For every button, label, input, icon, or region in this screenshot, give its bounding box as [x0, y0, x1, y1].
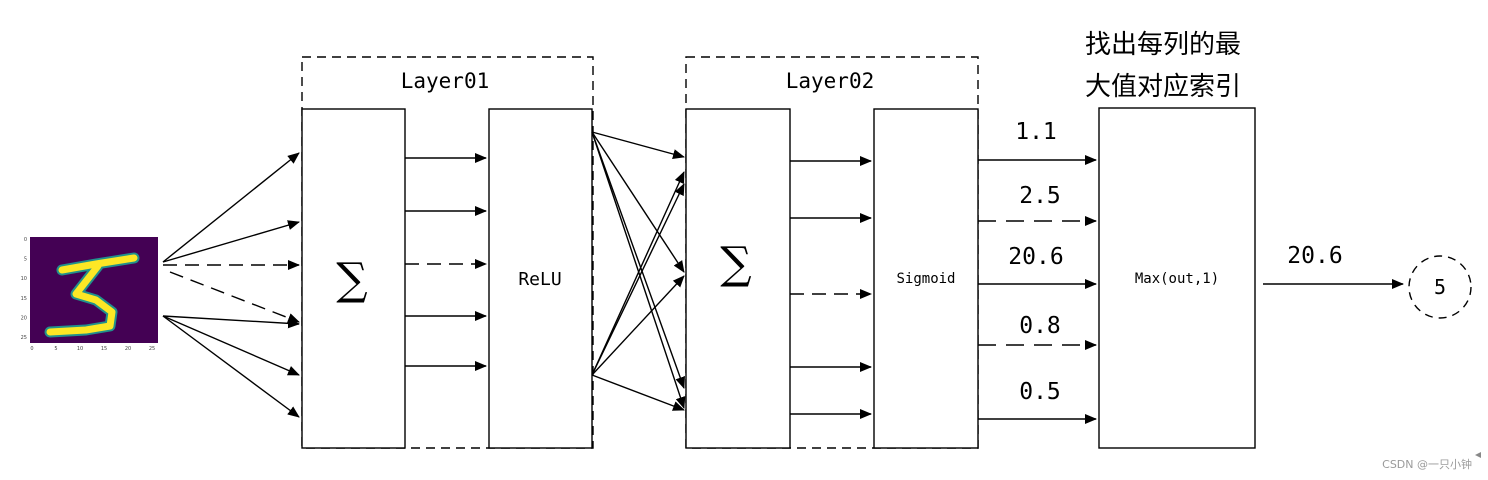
relu-block	[488, 108, 593, 449]
layer01-internal-arrows	[405, 153, 487, 371]
sigmoid-label: Sigmoid	[896, 271, 955, 287]
layer02-sum-block	[685, 108, 791, 449]
image-x-tick: 0	[30, 346, 33, 352]
output-value: 2.5	[1019, 183, 1061, 209]
output-value: 0.8	[1019, 313, 1061, 339]
input-arrows	[162, 152, 300, 418]
image-x-axis: 0 5 10 15 20 25	[30, 346, 155, 352]
output-value: 20.6	[1008, 244, 1063, 270]
max-block	[1098, 107, 1256, 449]
input-digit-image: 0 5 10 15 20 25 0 5 10 15 20 25	[21, 237, 158, 352]
max-value-label: 20.6	[1287, 243, 1342, 269]
image-y-tick: 25	[21, 335, 27, 341]
layer02-title: Layer02	[786, 69, 875, 93]
image-x-tick: 20	[125, 346, 131, 352]
prediction-circle	[1408, 255, 1472, 319]
digit-stroke	[46, 254, 138, 336]
output-value: 1.1	[1015, 119, 1057, 145]
small-triangle-mark	[1475, 452, 1481, 458]
image-x-tick: 15	[101, 346, 107, 352]
output-value: 0.5	[1019, 379, 1061, 405]
layer01-title: Layer01	[401, 69, 490, 93]
watermark: CSDN @一只小钟	[1382, 458, 1472, 471]
prediction-label: 5	[1434, 275, 1446, 299]
output-values: 1.1 2.5 20.6 0.8 0.5	[1008, 119, 1063, 405]
max-label: Max(out,1)	[1135, 271, 1219, 287]
inter-layer-connections	[591, 131, 686, 411]
image-y-tick: 10	[21, 276, 27, 282]
annotation-line-1: 找出每列的最	[1085, 30, 1241, 60]
annotation-line-2: 大值对应索引	[1085, 72, 1241, 102]
layer02-sum-symbol: ∑	[720, 238, 751, 289]
image-y-tick: 20	[21, 315, 27, 321]
layer01-dashed-frame	[301, 56, 594, 449]
image-x-tick: 5	[54, 346, 57, 352]
relu-label: ReLU	[518, 269, 561, 290]
sigmoid-block	[873, 108, 979, 449]
layer01-sum-block	[301, 108, 406, 449]
image-y-axis: 0 5 10 15 20 25	[21, 237, 27, 341]
image-y-tick: 5	[24, 257, 27, 263]
output-arrows	[978, 155, 1097, 424]
layer02-internal-arrows	[790, 156, 872, 419]
image-x-tick: 25	[149, 346, 155, 352]
layer01-sum-symbol: ∑	[336, 254, 367, 305]
image-x-tick: 10	[77, 346, 83, 352]
image-y-tick: 0	[24, 237, 27, 243]
image-y-tick: 15	[21, 296, 27, 302]
